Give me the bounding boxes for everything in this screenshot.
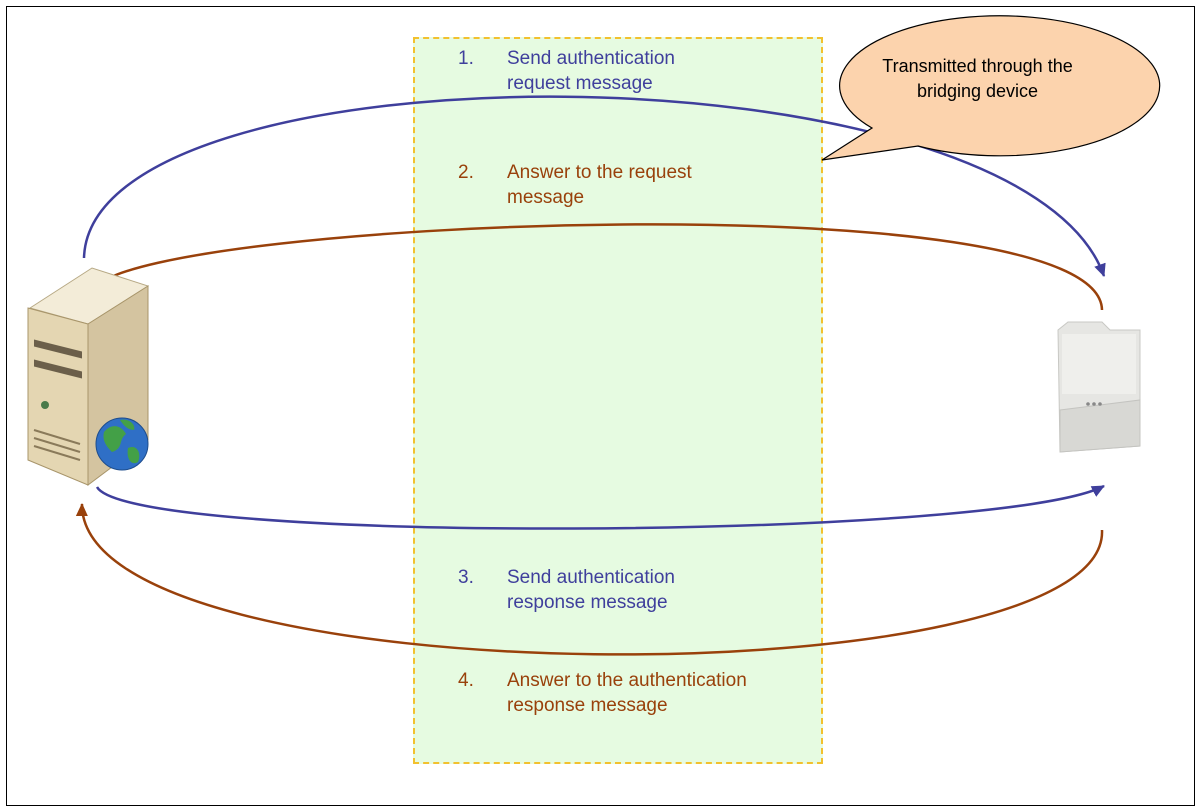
step-4-number: 4. xyxy=(458,670,474,691)
arrow-4-answer xyxy=(75,503,1104,656)
arrow-3-response xyxy=(95,484,1105,530)
step-1-number: 1. xyxy=(458,48,474,69)
step-3-number: 3. xyxy=(458,567,474,588)
step-4-text: Answer to the authentication response me… xyxy=(507,670,747,716)
callout-text: Transmitted through the bridging device xyxy=(882,56,1073,101)
bridging-zone xyxy=(413,37,823,764)
arrow-layer xyxy=(27,15,1161,656)
web-server-icon xyxy=(27,267,150,486)
step-2-number: 2. xyxy=(458,162,474,183)
arrow-1-request xyxy=(82,95,1106,277)
bridging-device-icon xyxy=(1057,321,1141,453)
step-3-text: Send authentication response message xyxy=(507,567,675,613)
step-1-text: Send authentication request message xyxy=(507,48,675,94)
callout-bubble xyxy=(821,15,1161,161)
step-2-text: Answer to the request message xyxy=(507,162,692,208)
arrow-2-answer xyxy=(96,223,1104,311)
